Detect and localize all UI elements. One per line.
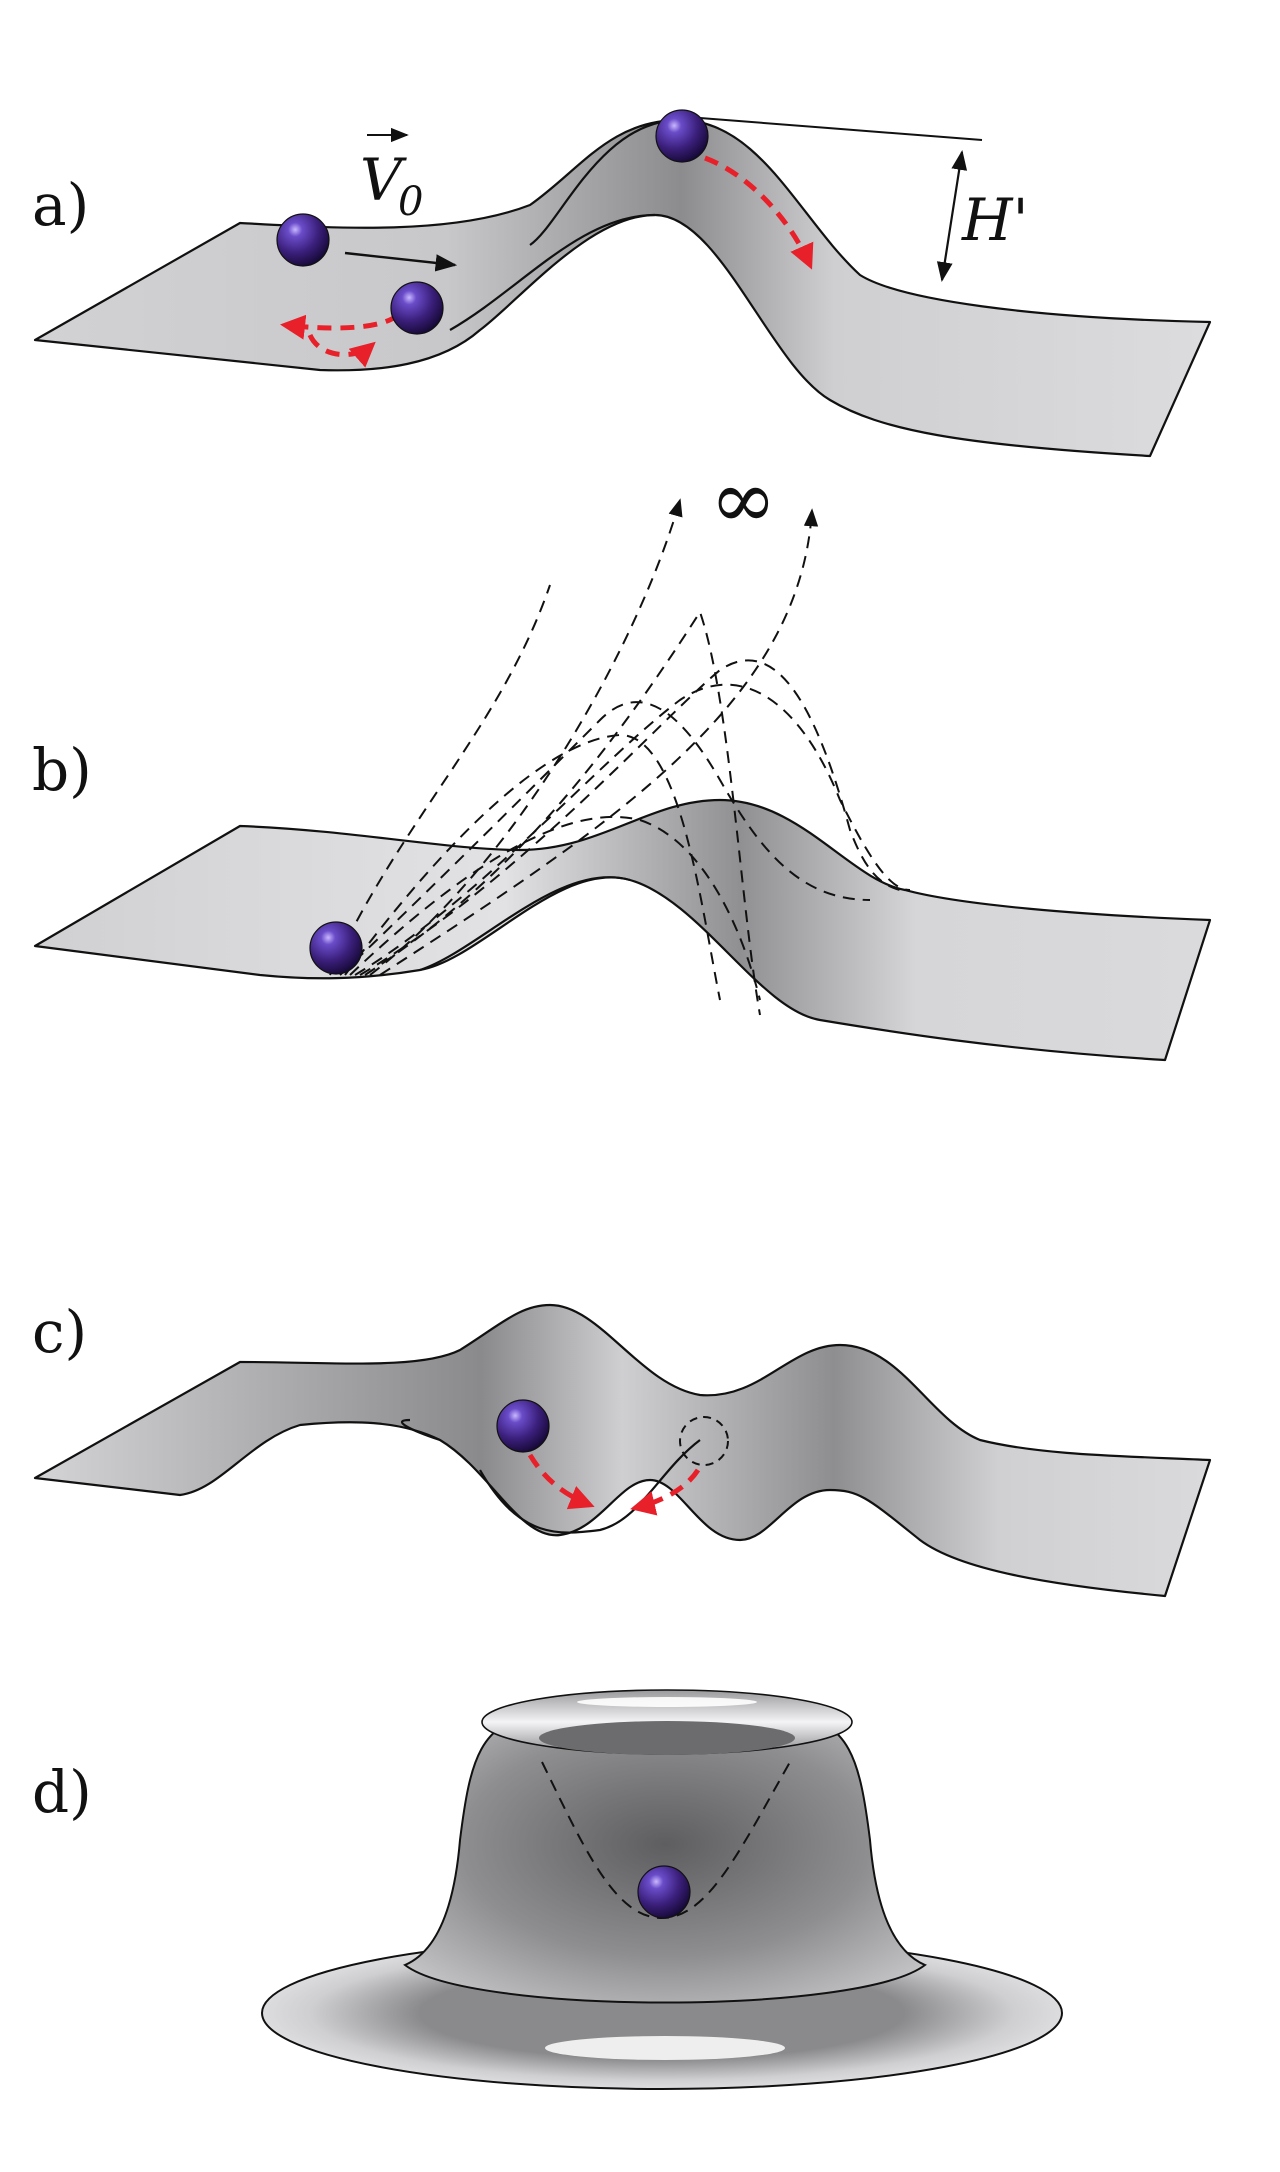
panel-c-surface [33,1303,1212,1598]
hat-body [403,1714,927,2004]
hat-rim-highlight [577,1697,757,1707]
motion-arrow [344,251,458,272]
panel-a-label: a) [32,171,89,239]
panel-b-surface [33,798,1212,1062]
panel-a-roll-down-arrow [704,155,814,270]
panel-c-front-edge [401,1418,441,1442]
panel-c: c) [32,1298,1212,1598]
trajectory-6 [359,659,901,976]
trajectory-5 [354,683,911,976]
infinity-symbol: ∞ [710,453,777,546]
panel-c-left-arrow [527,1453,595,1510]
panel-a-roll-back-arrow [280,312,400,340]
height-top-line [699,117,983,141]
panel-d: d) [32,1689,1063,2090]
ball-c [496,1399,550,1453]
velocity-label: V 0 [360,127,423,225]
panel-a-ridge-line [529,118,681,246]
panel-a-surface [33,118,1212,458]
height-arrow [936,150,968,282]
panel-c-right-arrow [630,1468,701,1516]
hat-brim-highlight [545,2036,785,2060]
panel-c-label: c) [32,1298,87,1366]
trajectory-lines [329,498,911,1016]
velocity-subscript: 0 [398,179,423,225]
hat-opening [539,1721,795,1755]
trajectory-7 [364,609,761,1016]
panel-b-label: b) [32,736,92,804]
ball-d [637,1865,691,1919]
panel-a-ridge-front [449,213,656,331]
panel-d-label: d) [32,1758,92,1826]
panel-c-valley-line [479,1439,701,1534]
ball-b [309,921,363,975]
height-symbol: H' [961,186,1029,254]
velocity-symbol: V [360,146,407,214]
panel-a-return-arrow [307,333,376,368]
ball-a-start [276,213,330,267]
panel-b-ridge-front [419,876,631,972]
trajectory-escape-1 [369,498,683,976]
ball-a-slope [390,281,444,335]
ball-a-top [655,109,709,163]
ball-c-ghost [679,1416,729,1466]
trajectory-1 [329,584,551,976]
panel-b: b) ∞ [32,453,1212,1062]
panel-a: a) H' V 0 [32,109,1212,458]
